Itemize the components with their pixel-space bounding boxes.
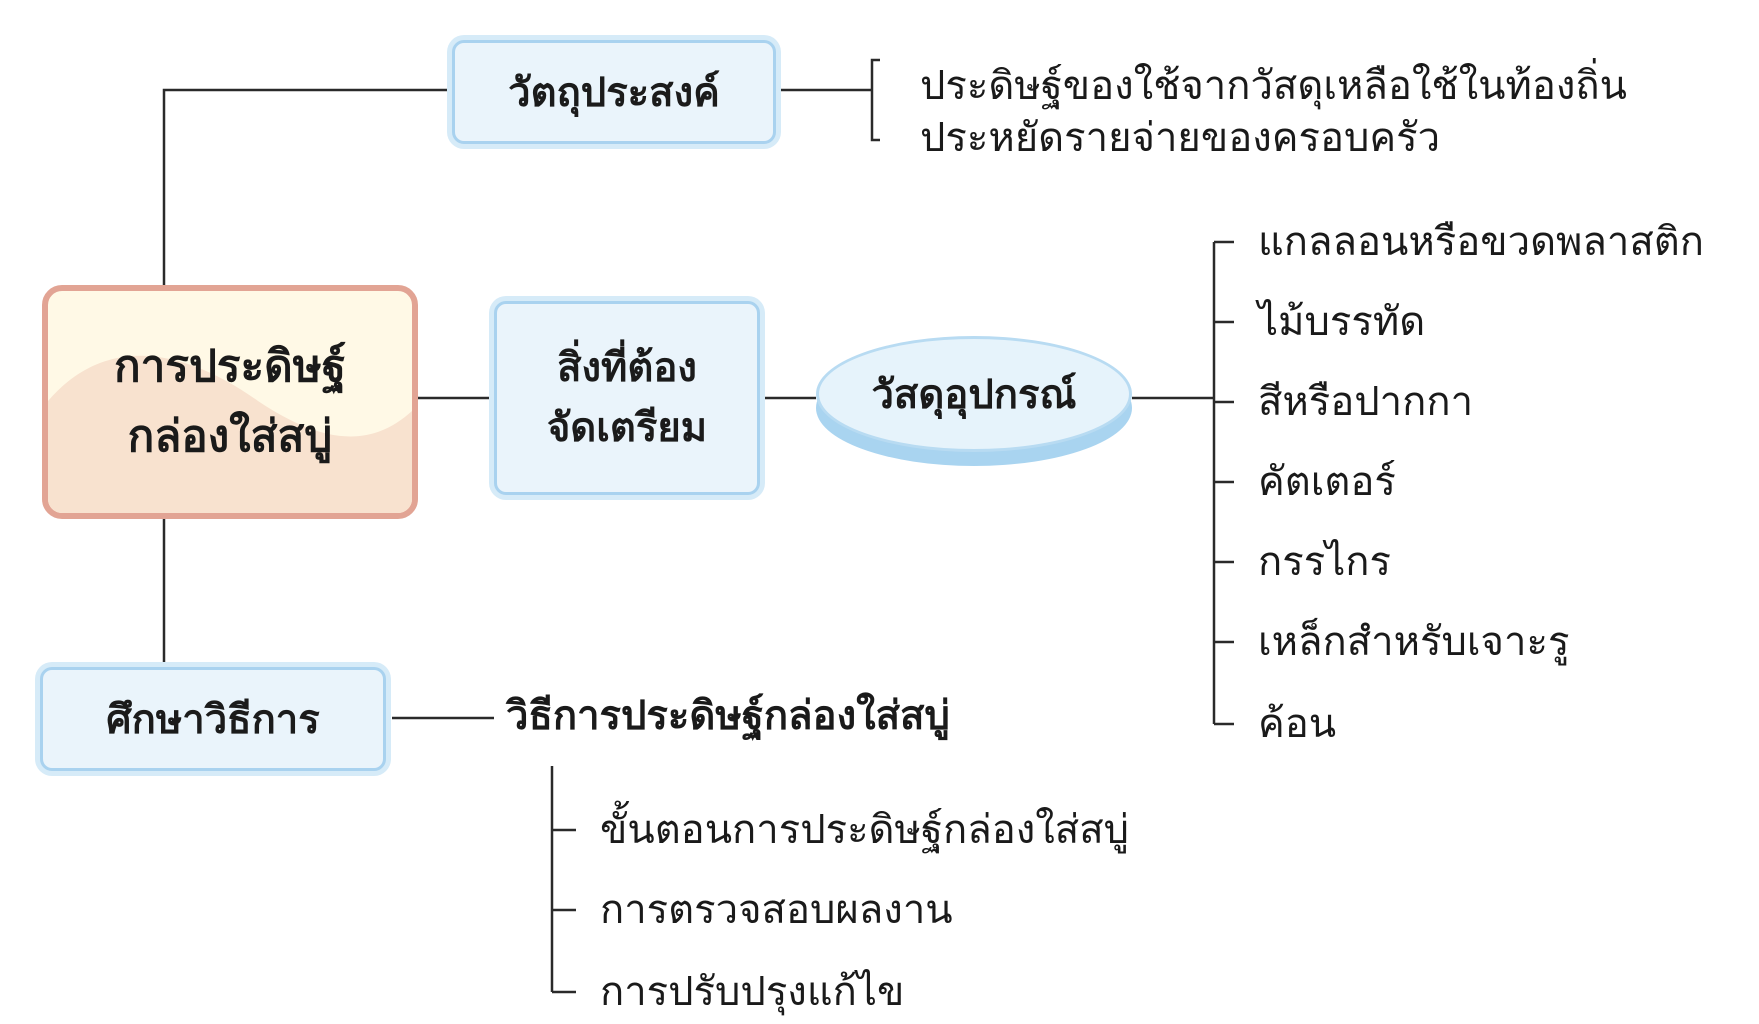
objective-box: วัตถุประสงค์ [452, 40, 776, 144]
material-item-1: แกลลอนหรือขวดพลาสติก [1258, 219, 1704, 265]
preparation-line1: สิ่งที่ต้อง [557, 345, 697, 391]
materials-label: วัสดุอุปกรณ์ [816, 336, 1132, 452]
preparation-box: สิ่งที่ต้อง จัดเตรียม [494, 301, 760, 495]
study-step-2: การตรวจสอบผลงาน [600, 887, 953, 933]
study-step-3: การปรับปรุงแก้ไข [600, 969, 905, 1015]
main-topic-line1: การประดิษฐ์ [113, 340, 347, 392]
material-item-6: เหล็กสำหรับเจาะรู [1258, 619, 1570, 665]
preparation-line2: จัดเตรียม [546, 405, 708, 451]
material-item-3: สีหรือปากกา [1258, 379, 1474, 425]
material-item-7: ค้อน [1258, 701, 1337, 747]
material-item-4: คัตเตอร์ [1258, 459, 1396, 505]
study-method: วิธีการประดิษฐ์กล่องใส่สบู่ [506, 693, 950, 739]
study-box: ศึกษาวิธีการ [40, 667, 386, 771]
materials-node: วัสดุอุปกรณ์ [816, 336, 1132, 466]
objective-item-2: ประหยัดรายจ่ายของครอบครัว [920, 115, 1441, 161]
study-label: ศึกษาวิธีการ [106, 697, 320, 743]
objective-label: วัตถุประสงค์ [508, 70, 720, 116]
main-topic-wave [48, 355, 412, 513]
objective-item-1: ประดิษฐ์ของใช้จากวัสดุเหลือใช้ในท้องถิ่น [920, 63, 1627, 109]
study-step-1: ขั้นตอนการประดิษฐ์กล่องใส่สบู่ [600, 807, 1130, 853]
main-topic-box: การประดิษฐ์ กล่องใส่สบู่ [42, 285, 418, 519]
material-item-2: ไม้บรรทัด [1258, 299, 1426, 345]
main-topic-line2: กล่องใส่สบู่ [127, 411, 333, 462]
material-item-5: กรรไกร [1258, 539, 1392, 585]
